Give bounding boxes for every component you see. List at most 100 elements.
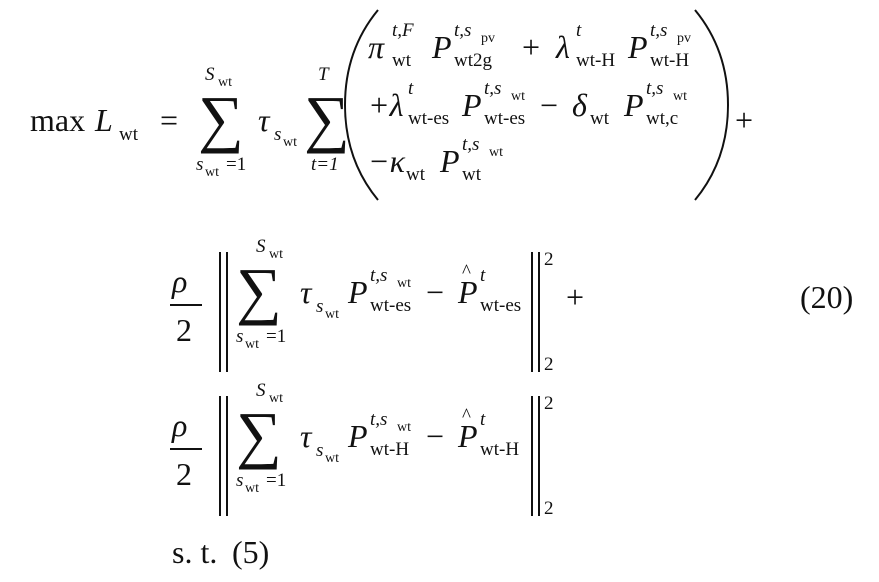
row2-minus: − [540, 87, 558, 123]
half-denominator-2: 2 [176, 456, 192, 492]
row1-plus: + [522, 29, 540, 65]
penalty1-power: P [347, 274, 368, 310]
max-operator: max [30, 102, 85, 138]
kappa-cost: −κ [368, 143, 406, 179]
lhs-subscript: wt [119, 124, 139, 145]
power-wt-es: P [461, 87, 482, 123]
penalty1-power-sub: wt-es [370, 295, 411, 316]
sum3-upper-sub: wt [269, 391, 283, 406]
left-big-paren [343, 9, 379, 201]
penalty2-minus: − [426, 418, 444, 454]
tau-3: τ [300, 418, 313, 454]
sum2-upper-sub: wt [269, 247, 283, 262]
delta-sub: wt [590, 108, 610, 129]
power-wt2g-sup: t,s [454, 20, 471, 41]
pi-sup: t,F [392, 20, 414, 41]
power-wt-h-sup: t,s [650, 20, 667, 41]
penalty2-power: P [347, 418, 368, 454]
power-wt-sup-sub: wt [489, 145, 503, 160]
half-denominator-1: 2 [176, 312, 192, 348]
norm1-exponent: 2 [544, 249, 554, 270]
sum2-index-sub: wt [245, 337, 259, 352]
penalty2-power-sub: wt-H [370, 439, 409, 460]
delta-cost: δ [572, 87, 588, 123]
power-wt-es-sub: wt-es [484, 108, 525, 129]
scenario-sum-lower-rest: =1 [226, 154, 246, 175]
power-wt-c-sup-sub: wt [673, 89, 687, 104]
rho-1: ρ [171, 263, 187, 299]
lambda-h: λ [555, 29, 570, 65]
power-wt-h-sub: wt-H [650, 50, 689, 71]
lambda-h-sup: t [576, 20, 582, 41]
penalty1-hat: ^ [462, 261, 471, 282]
lambda-es: +λ [368, 87, 404, 123]
sum3-upper: S [256, 380, 266, 401]
tau-sub-s: s [274, 124, 281, 145]
subject-to-label: s. t. [172, 534, 217, 570]
power-wt-h-sup-sub: pv [677, 31, 691, 46]
equation-number: (20) [800, 279, 853, 315]
power-wt-sup: t,s [462, 134, 479, 155]
sum3-sign: ∑ [236, 399, 282, 470]
tau-3-sub-sub: wt [325, 451, 339, 466]
sum2-sign: ∑ [236, 255, 282, 326]
pi-price: π [368, 29, 385, 65]
constraint-reference: (5) [232, 534, 269, 570]
power-wt: P [439, 143, 460, 179]
scenario-sum-sign: ∑ [198, 83, 244, 154]
norm2-subscript: 2 [544, 498, 554, 519]
power-wt-c: P [623, 87, 644, 123]
penalty1-minus: − [426, 274, 444, 310]
penalty1-trailing-plus: + [566, 279, 584, 315]
power-wt-es-sup: t,s [484, 78, 501, 99]
power-wt2g-sub: wt2g [454, 50, 493, 71]
time-sum-sign: ∑ [304, 83, 350, 154]
right-big-paren [694, 9, 730, 201]
sum3-index-sub: wt [245, 481, 259, 496]
lambda-h-sub: wt-H [576, 50, 615, 71]
lambda-es-sub: wt-es [408, 108, 449, 129]
penalty1-phat: P [457, 274, 478, 310]
power-wt-h: P [627, 29, 648, 65]
equals-sign: = [160, 102, 178, 138]
pi-sub: wt [392, 50, 412, 71]
penalty2-phat-sub: wt-H [480, 439, 519, 460]
sum2-upper: S [256, 236, 266, 257]
penalty2-phat: P [457, 418, 478, 454]
time-sum-upper: T [318, 64, 330, 85]
sum3-lower-rest: =1 [266, 470, 286, 491]
penalty2-hat: ^ [462, 405, 471, 426]
power-wt2g-sup-sub: pv [481, 31, 495, 46]
tau-2: τ [300, 274, 313, 310]
penalty2-power-sup-sub: wt [397, 420, 411, 435]
scenario-sum-upper-sub: wt [218, 75, 232, 90]
power-wt-c-sup: t,s [646, 78, 663, 99]
power-wt-c-sub: wt,c [646, 108, 678, 129]
tau-2-sub: s [316, 296, 323, 317]
tau-sub-sub: wt [283, 135, 297, 150]
line1-trailing-plus: + [735, 102, 753, 138]
kappa-sub: wt [406, 164, 426, 185]
power-wt-sub: wt [462, 164, 482, 185]
time-sum-lower: t=1 [311, 154, 339, 175]
penalty1-power-sup: t,s [370, 265, 387, 286]
sum2-index: s [236, 326, 243, 347]
sum2-lower-rest: =1 [266, 326, 286, 347]
sum3-index: s [236, 470, 243, 491]
norm1-subscript: 2 [544, 354, 554, 375]
penalty2-power-sup: t,s [370, 409, 387, 430]
penalty1-phat-sub: wt-es [480, 295, 521, 316]
scenario-sum-index-sub: wt [205, 165, 219, 180]
penalty1-power-sup-sub: wt [397, 276, 411, 291]
power-wt2g: P [431, 29, 452, 65]
norm2-exponent: 2 [544, 393, 554, 414]
tau-2-sub-sub: wt [325, 307, 339, 322]
lhs-symbol: L [94, 102, 113, 138]
lambda-es-sup: t [408, 78, 414, 99]
penalty1-phat-sup: t [480, 265, 486, 286]
tau-3-sub: s [316, 440, 323, 461]
penalty2-phat-sup: t [480, 409, 486, 430]
tau-weight: τ [258, 102, 271, 138]
rho-2: ρ [171, 407, 187, 443]
